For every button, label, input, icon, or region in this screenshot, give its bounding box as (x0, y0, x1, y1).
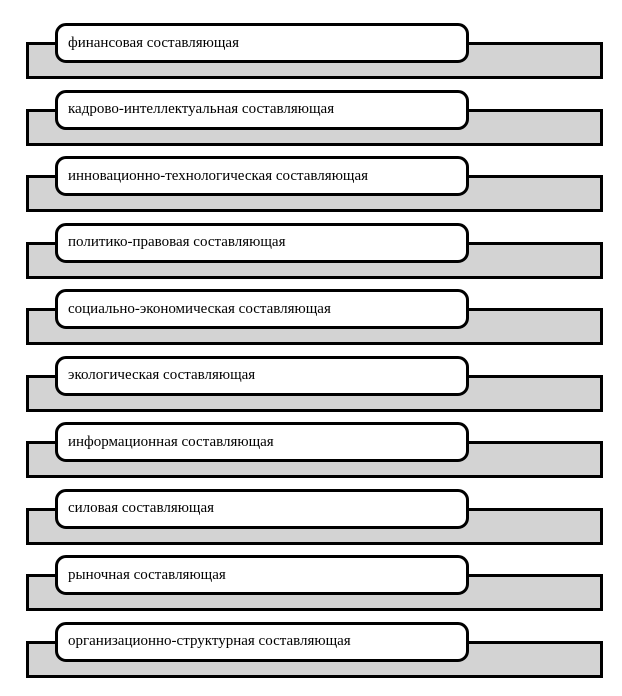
component-label: силовая составляющая (68, 500, 215, 516)
component-box: инновационно-технологическая составляюща… (55, 156, 469, 196)
diagram-row: инновационно-технологическая составляюща… (0, 156, 622, 213)
diagram-row: экологическая составляющая (0, 355, 622, 413)
diagram-row: рыночная составляющая (0, 555, 622, 612)
component-label: кадрово-интеллектуальная составляющая (68, 101, 335, 117)
diagram-row: информационная составляющая (0, 422, 622, 479)
component-label: информационная составляющая (68, 433, 274, 450)
component-box: политико-правовая составляющая (55, 222, 469, 263)
component-box: организационно-структурная составляющая (55, 621, 469, 662)
component-box: рыночная составляющая (55, 555, 469, 595)
diagram-row: социально-экономическая составляющая (0, 289, 622, 346)
diagram-row: финансовая составляющая (0, 23, 622, 80)
diagram-row: силовая составляющая (0, 488, 622, 546)
component-box: силовая составляющая (55, 488, 469, 529)
component-box: кадрово-интеллектуальная составляющая (55, 89, 469, 130)
component-label: организационно-структурная составляющая (68, 633, 351, 649)
diagram-row: организационно-структурная составляющая (0, 621, 622, 679)
diagram-row: кадрово-интеллектуальная составляющая (0, 89, 622, 147)
component-label: рыночная составляющая (68, 566, 226, 583)
diagram-row: политико-правовая составляющая (0, 222, 622, 280)
component-box: информационная составляющая (55, 422, 469, 462)
component-label: социально-экономическая составляющая (68, 300, 331, 317)
component-label: инновационно-технологическая составляюща… (68, 167, 369, 184)
component-box: финансовая составляющая (55, 23, 469, 63)
component-label: финансовая составляющая (68, 34, 239, 51)
component-box: социально-экономическая составляющая (55, 289, 469, 329)
component-label: экологическая составляющая (68, 367, 256, 383)
component-label: политико-правовая составляющая (68, 234, 286, 250)
component-box: экологическая составляющая (55, 355, 469, 396)
